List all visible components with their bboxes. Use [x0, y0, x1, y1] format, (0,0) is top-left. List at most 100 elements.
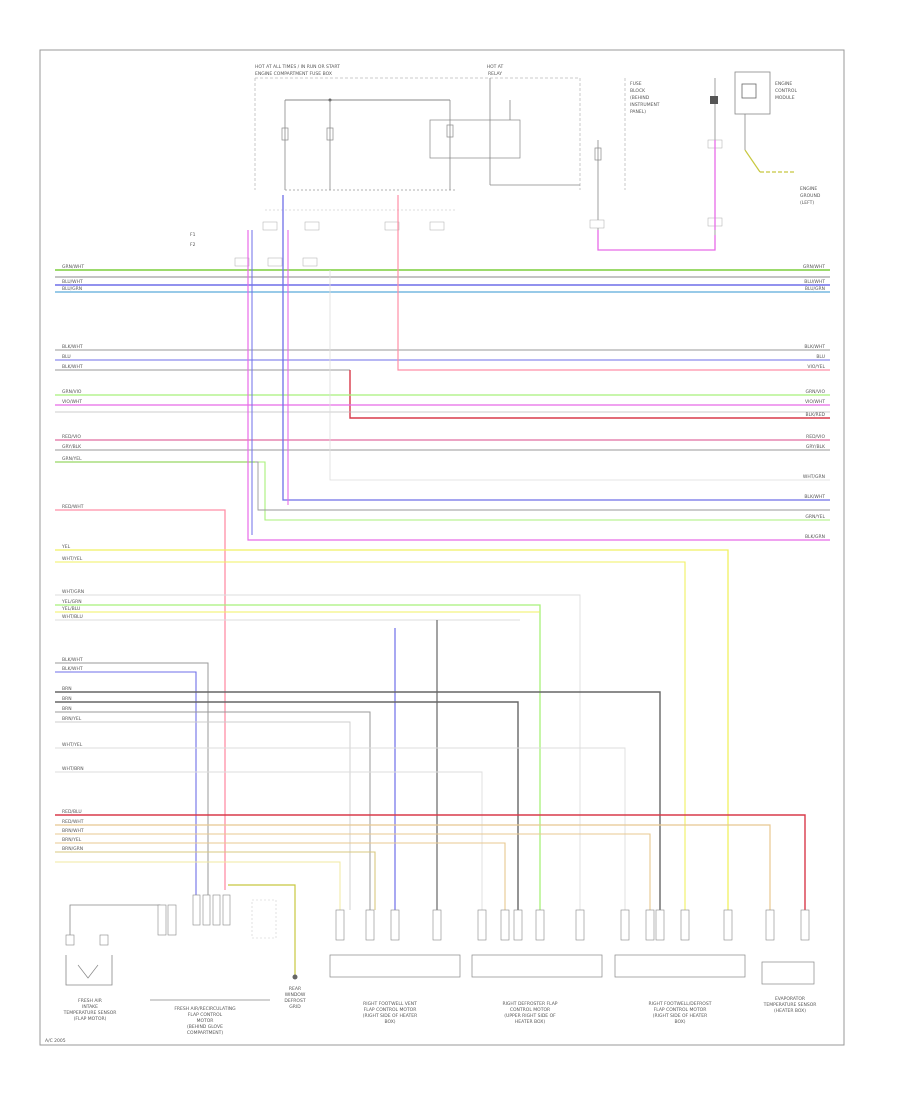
svg-text:FUSE: FUSE [630, 81, 642, 87]
svg-text:MOTOR: MOTOR [197, 1018, 214, 1024]
pink-wire-top [597, 230, 716, 251]
svg-text:WHT/GRN: WHT/GRN [62, 589, 84, 595]
svg-text:YEL/BLU: YEL/BLU [61, 606, 80, 612]
svg-text:FRESH AIR/RECIRCULATING: FRESH AIR/RECIRCULATING [174, 1006, 236, 1012]
svg-text:VIO/YEL: VIO/YEL [807, 364, 825, 370]
svg-text:CONTROL MOTOR: CONTROL MOTOR [510, 1007, 550, 1013]
left-wire-labels: GRN/WHT BLU/WHT BLU/GRN BLK/WHT BLU BLK/… [61, 264, 84, 852]
svg-text:BLK/WHT: BLK/WHT [62, 364, 83, 370]
svg-text:RED/VIO: RED/VIO [62, 434, 81, 440]
svg-text:BOX): BOX) [674, 1019, 685, 1025]
svg-text:GRN/YEL: GRN/YEL [62, 456, 82, 462]
svg-text:YEL/GRN: YEL/GRN [61, 599, 82, 605]
svg-text:RED/WHT: RED/WHT [62, 504, 84, 510]
svg-text:BLOCK: BLOCK [630, 88, 646, 94]
svg-text:ENGINE: ENGINE [800, 186, 817, 192]
left-fuse-b: F2 [190, 242, 196, 248]
right-defroster-flap-motor: RIGHT DEFROSTER FLAP CONTROL MOTOR (UPPE… [471, 909, 603, 1025]
svg-text:WINDOW: WINDOW [285, 992, 306, 998]
svg-text:VIO/WHT: VIO/WHT [805, 399, 825, 405]
power-dist-label: HOT AT ALL TIMES / IN RUN OR START [255, 64, 340, 70]
svg-text:REAR: REAR [289, 986, 301, 992]
svg-text:RIGHT DEFROSTER FLAP: RIGHT DEFROSTER FLAP [502, 1001, 557, 1007]
svg-text:RED/VIO: RED/VIO [806, 434, 825, 440]
svg-text:FLAP CONTROL MOTOR: FLAP CONTROL MOTOR [364, 1007, 417, 1013]
footer-code: A/C 2005 [45, 1038, 66, 1044]
svg-text:BLU/WHT: BLU/WHT [804, 279, 825, 285]
svg-text:WHT/BLU: WHT/BLU [62, 614, 83, 620]
svg-text:BLU: BLU [816, 354, 825, 360]
svg-text:(BEHIND GLOVE: (BEHIND GLOVE [187, 1024, 223, 1030]
svg-text:BLK/GRN: BLK/GRN [805, 534, 825, 540]
svg-text:BRN: BRN [62, 696, 72, 702]
svg-text:ENGINE: ENGINE [775, 81, 792, 87]
svg-text:BLK/RED: BLK/RED [806, 412, 826, 418]
svg-text:BLK/WHT: BLK/WHT [804, 494, 825, 500]
fresh-air-sensor: FRESH AIR INTAKE TEMPERATURE SENSOR (FLA… [63, 904, 161, 1022]
svg-text:(RIGHT SIDE OF HEATER: (RIGHT SIDE OF HEATER [653, 1013, 707, 1019]
svg-text:MODULE: MODULE [775, 95, 795, 101]
right-footwell-defrost-motor: RIGHT FOOTWELL/DEFROST FLAP CONTROL MOTO… [614, 909, 746, 1025]
svg-text:BRN: BRN [62, 706, 72, 712]
recirculating-flap-motor: FRESH AIR/RECIRCULATING FLAP CONTROL MOT… [150, 894, 270, 1036]
svg-text:(LEFT): (LEFT) [800, 200, 814, 206]
svg-text:(RIGHT SIDE OF HEATER: (RIGHT SIDE OF HEATER [363, 1013, 417, 1019]
svg-text:WHT/YEL: WHT/YEL [62, 742, 83, 748]
svg-text:RIGHT FOOTWELL VENT: RIGHT FOOTWELL VENT [363, 1001, 417, 1007]
svg-text:(BEHIND: (BEHIND [630, 95, 650, 101]
right-footwell-vent-motor: RIGHT FOOTWELL VENT FLAP CONTROL MOTOR (… [329, 909, 461, 1025]
svg-text:BLU/GRN: BLU/GRN [805, 286, 825, 292]
svg-text:RED/BLU: RED/BLU [62, 809, 82, 815]
svg-text:RED/WHT: RED/WHT [62, 819, 84, 825]
svg-text:INTAKE: INTAKE [82, 1004, 98, 1010]
svg-text:BOX): BOX) [384, 1019, 395, 1025]
svg-text:WHT/YEL: WHT/YEL [62, 556, 83, 562]
svg-text:GRN/YEL: GRN/YEL [805, 514, 825, 520]
right-wire-labels: GRN/WHT BLU/WHT BLU/GRN BLK/WHT BLU VIO/… [803, 264, 826, 540]
svg-text:CONTROL: CONTROL [775, 88, 797, 94]
svg-text:GRN/WHT: GRN/WHT [62, 264, 84, 270]
svg-text:BRN/GRN: BRN/GRN [62, 846, 83, 852]
svg-text:BLK/WHT: BLK/WHT [62, 657, 83, 663]
relay-label: RELAY [488, 71, 502, 77]
svg-text:BRN/WHT: BRN/WHT [62, 828, 84, 834]
fuse-box-label: ENGINE COMPARTMENT FUSE BOX [255, 71, 332, 77]
svg-text:TEMPERATURE SENSOR: TEMPERATURE SENSOR [63, 1010, 117, 1016]
svg-text:YEL: YEL [61, 544, 71, 550]
svg-text:VIO/WHT: VIO/WHT [62, 399, 82, 405]
svg-text:BRN/YEL: BRN/YEL [62, 716, 82, 722]
svg-text:GROUND: GROUND [800, 193, 821, 199]
bus-wires [55, 195, 830, 910]
svg-text:HEATER BOX): HEATER BOX) [515, 1019, 545, 1025]
fuse-block-note: FUSE BLOCK (BEHIND INSTRUMENT PANEL) [589, 78, 660, 230]
svg-text:GRN/WHT: GRN/WHT [803, 264, 825, 270]
svg-text:TEMPERATURE SENSOR: TEMPERATURE SENSOR [763, 1002, 817, 1008]
svg-text:(UPPER RIGHT SIDE OF: (UPPER RIGHT SIDE OF [504, 1013, 556, 1019]
svg-text:PANEL): PANEL) [630, 109, 646, 115]
svg-text:DEFROST: DEFROST [284, 998, 305, 1004]
svg-text:INSTRUMENT: INSTRUMENT [630, 102, 660, 108]
rear-defrost-grid: REAR WINDOW DEFROST GRID [228, 884, 306, 1010]
svg-text:BLK/WHT: BLK/WHT [62, 666, 83, 672]
svg-text:EVAPORATOR: EVAPORATOR [775, 996, 805, 1002]
svg-text:WHT/GRN: WHT/GRN [803, 474, 825, 480]
svg-text:(FLAP MOTOR): (FLAP MOTOR) [74, 1016, 107, 1022]
svg-text:WHT/BRN: WHT/BRN [62, 766, 84, 772]
svg-text:GRY/BLK: GRY/BLK [62, 444, 82, 450]
svg-text:BLK/WHT: BLK/WHT [804, 344, 825, 350]
engine-control-module: ENGINE CONTROL MODULE ENGINE GROUND (LEF… [707, 71, 821, 235]
svg-text:BLU/WHT: BLU/WHT [62, 279, 83, 285]
svg-text:FLAP CONTROL: FLAP CONTROL [188, 1012, 223, 1018]
svg-text:BLU/GRN: BLU/GRN [62, 286, 82, 292]
svg-text:BRN/YEL: BRN/YEL [62, 837, 82, 843]
svg-text:FRESH AIR: FRESH AIR [78, 998, 102, 1004]
svg-text:BLU: BLU [62, 354, 71, 360]
svg-text:GRN/VIO: GRN/VIO [806, 389, 826, 395]
svg-text:RIGHT FOOTWELL/DEFROST: RIGHT FOOTWELL/DEFROST [649, 1001, 712, 1007]
power-distribution: HOT AT ALL TIMES / IN RUN OR START ENGIN… [190, 64, 581, 267]
svg-text:(HEATER BOX): (HEATER BOX) [774, 1008, 806, 1014]
svg-text:BRN: BRN [62, 686, 72, 692]
left-fuse-a: F1 [190, 232, 196, 238]
diagram-frame [39, 49, 845, 1046]
